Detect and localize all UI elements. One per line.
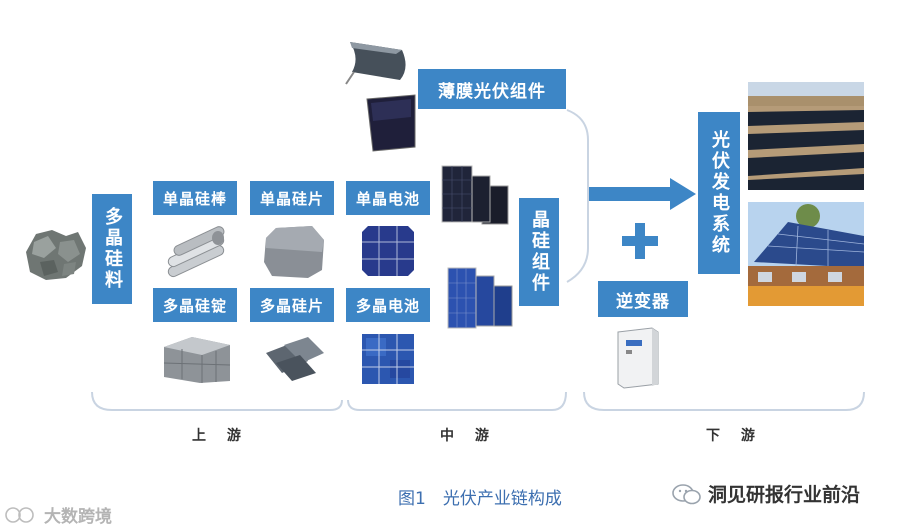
- inverter-image: [617, 327, 659, 389]
- main-flow-arrow: [589, 178, 696, 210]
- mono-rod-label: 单晶硅棒: [162, 189, 227, 208]
- poly-cell-box: 多晶电池: [346, 288, 430, 322]
- poly-wafer-image: [266, 337, 324, 381]
- wechat-icon: [672, 483, 701, 504]
- polysilicon-box: 多晶硅料: [92, 194, 132, 304]
- poly-ingot-box: 多晶硅锭: [153, 288, 237, 322]
- watermark-text: 大数跨境: [44, 507, 112, 527]
- silicon-rocks-image: [26, 230, 86, 280]
- mono-wafer-box: 单晶硅片: [250, 181, 334, 215]
- thin-film-module-box: 薄膜光伏组件: [418, 69, 566, 109]
- mono-wafer-label: 单晶硅片: [259, 189, 324, 208]
- pv-system-box: 光伏发电系统: [698, 112, 740, 274]
- module-merge-bracket: [566, 109, 589, 283]
- stage-upstream: 上 游: [192, 428, 249, 444]
- poly-wafer-label: 多晶硅片: [259, 296, 324, 315]
- downstream-brace: [583, 391, 865, 411]
- poly-ingot-label: 多晶硅锭: [162, 296, 227, 315]
- crystal-module-label: 晶硅组件: [529, 210, 550, 294]
- source-tag: 洞见研报行业前沿: [672, 480, 860, 507]
- crystal-module-box: 晶硅组件: [519, 198, 559, 306]
- poly-cell-image: [362, 334, 414, 384]
- midstream-brace: [347, 391, 567, 411]
- source-label: 洞见研报行业前沿: [708, 484, 861, 506]
- plus-icon: [622, 223, 658, 259]
- pv-system-label: 光伏发电系统: [709, 130, 730, 256]
- mono-wafer-image: [264, 226, 324, 278]
- thin-film-module-label: 薄膜光伏组件: [438, 81, 546, 102]
- mono-cell-box: 单晶电池: [346, 181, 430, 215]
- poly-module-image: [447, 267, 513, 329]
- solar-farm-image: [748, 82, 864, 190]
- thin-film-panel-image: [366, 94, 416, 152]
- mono-cell-label: 单晶电池: [355, 189, 420, 208]
- mono-rod-box: 单晶硅棒: [153, 181, 237, 215]
- stage-downstream: 下 游: [706, 428, 763, 444]
- thin-film-flexible-image: [345, 42, 406, 85]
- mono-module-image: [441, 165, 509, 225]
- figure-caption: 图1 光伏产业链构成: [398, 489, 562, 509]
- polysilicon-label: 多晶硅料: [102, 207, 123, 291]
- poly-wafer-box: 多晶硅片: [250, 288, 334, 322]
- rooftop-solar-image: [748, 202, 864, 306]
- stage-midstream: 中 游: [440, 428, 497, 444]
- mono-rod-image: [167, 226, 225, 278]
- inverter-label: 逆变器: [616, 291, 670, 312]
- poly-ingot-image: [163, 337, 231, 383]
- watermark-logo-icon: [5, 506, 34, 523]
- watermark: 大数跨境: [4, 502, 112, 527]
- poly-cell-label: 多晶电池: [355, 296, 420, 315]
- mono-cell-image: [362, 226, 414, 276]
- upstream-brace: [91, 391, 343, 411]
- inverter-box: 逆变器: [598, 281, 688, 317]
